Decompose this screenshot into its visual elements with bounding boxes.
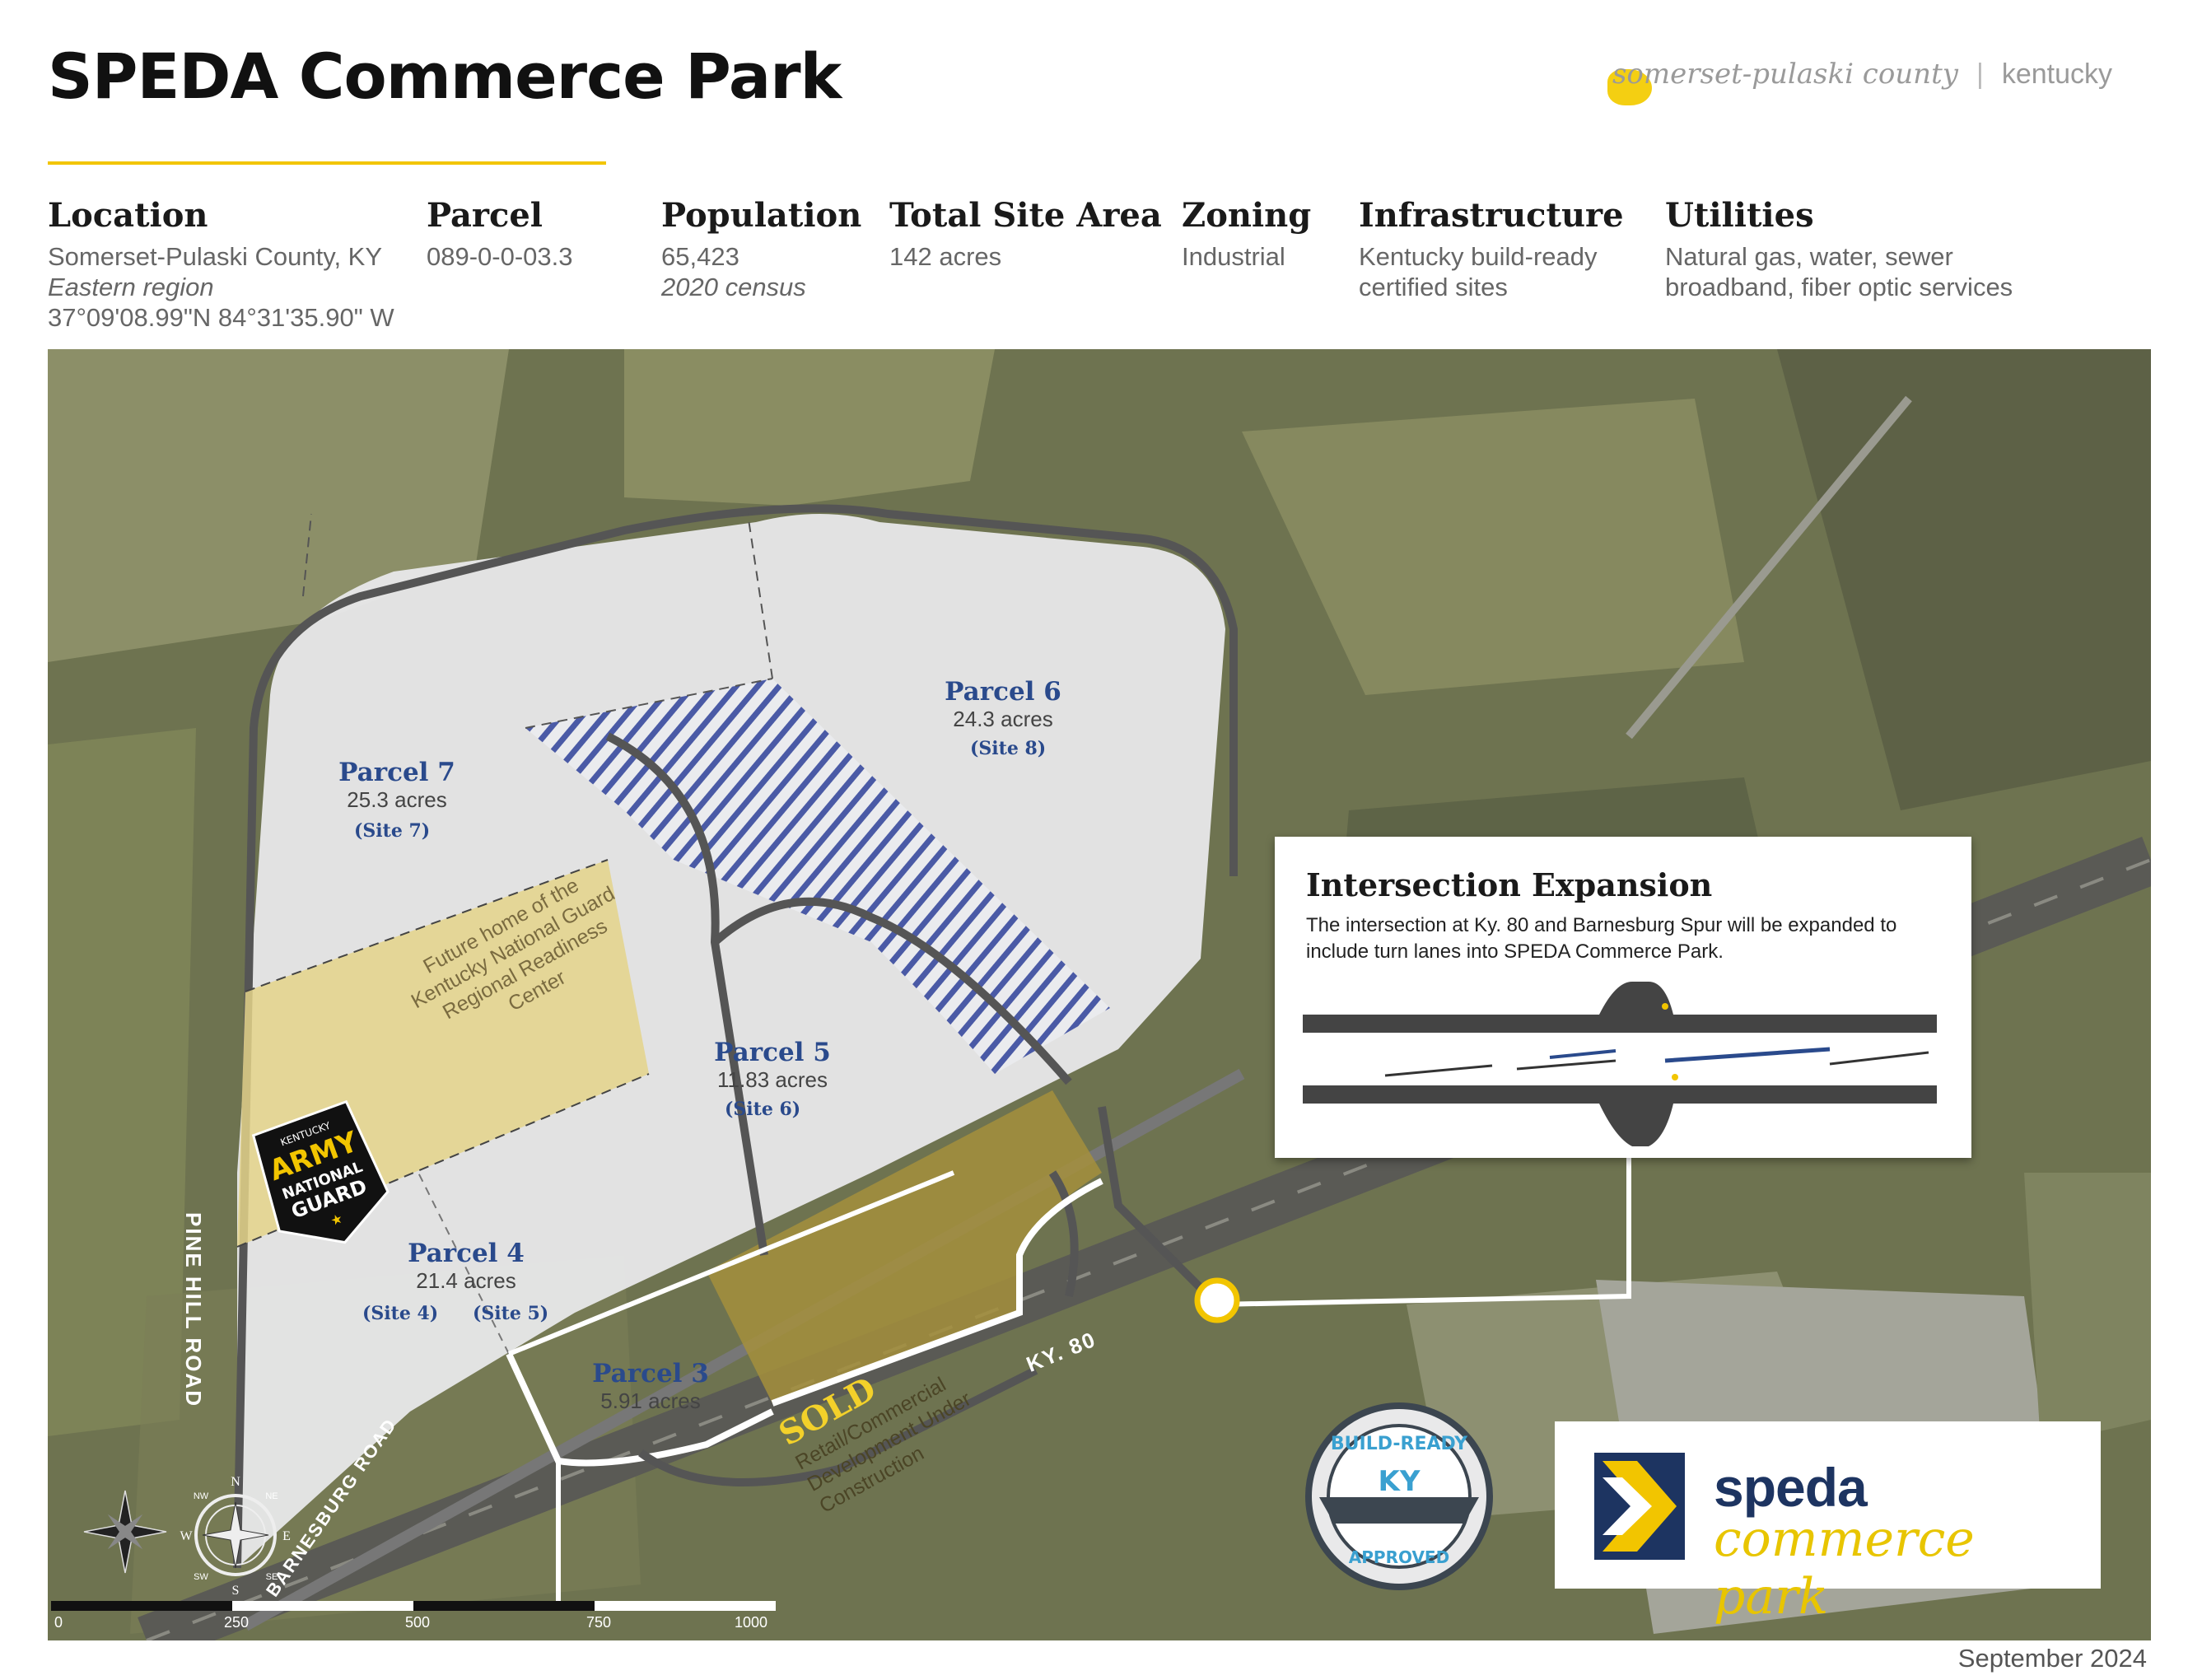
parcel-acres: 11.83 acres	[717, 1067, 828, 1092]
parcel-site: (Site 7)	[354, 820, 431, 842]
parcel-acres: 24.3 acres	[953, 707, 1053, 731]
compass-n: N	[231, 1475, 240, 1489]
info-heading: Infrastructure	[1359, 196, 1624, 235]
parcel-4-label[interactable]: Parcel 4 21.4 acres	[408, 1239, 525, 1294]
parcel-site: (Site 8)	[970, 738, 1047, 759]
star-icon: ★	[329, 1211, 344, 1229]
parcel-name: Parcel 6	[945, 677, 1061, 707]
badge-bottom-text: APPROVED	[1349, 1547, 1449, 1567]
info-value: broadband, fiber optic services	[1665, 273, 2013, 301]
parcel-acres: 25.3 acres	[347, 787, 447, 812]
scale-label: 1000	[735, 1614, 767, 1631]
build-ready-badge: BUILD-READY KY APPROVED	[1305, 1402, 1493, 1590]
page-title: SPEDA Commerce Park	[48, 40, 842, 113]
scale-label: 500	[405, 1614, 430, 1631]
intersection-expansion-panel[interactable]: Intersection Expansion The intersection …	[1275, 837, 1971, 1158]
parcel-3-label[interactable]: Parcel 3 5.91 acres	[592, 1359, 709, 1414]
county-shape-icon	[1607, 69, 1652, 105]
info-heading: Zoning	[1182, 196, 1312, 235]
info-value: Natural gas, water, sewer	[1665, 242, 1953, 271]
info-parcel: Parcel 089-0-0-03.3	[427, 196, 573, 272]
info-value: Eastern region	[48, 273, 214, 301]
parcel-name: Parcel 7	[338, 758, 455, 787]
badge-center-text: KY	[1379, 1465, 1421, 1498]
parcel-site-b: (Site 5)	[473, 1303, 549, 1324]
info-heading: Total Site Area	[889, 196, 1162, 235]
army-national-guard-badge: KENTUCKY ARMY NATIONAL GUARD ★	[251, 1099, 390, 1244]
info-value: 089-0-0-03.3	[427, 242, 573, 271]
info-heading: Parcel	[427, 196, 543, 235]
parcel-5-label[interactable]: Parcel 5 11.83 acres	[714, 1038, 831, 1093]
parcel-name: Parcel 5	[714, 1038, 831, 1067]
compass-s: S	[232, 1584, 240, 1598]
info-heading: Utilities	[1665, 196, 1814, 235]
info-value: Kentucky build-ready	[1359, 242, 1598, 271]
sold-parcel	[707, 1090, 1102, 1403]
parcel-6-label[interactable]: Parcel 6 24.3 acres	[945, 677, 1061, 732]
info-heading: Location	[48, 196, 208, 235]
parcel-acres: 21.4 acres	[416, 1268, 516, 1293]
info-utilities: Utilities Natural gas, water, sewer broa…	[1665, 196, 2013, 302]
parcel-7-label[interactable]: Parcel 7 25.3 acres	[338, 758, 455, 813]
info-value: 37°09'08.99"N 84°31'35.90" W	[48, 303, 394, 332]
scale-label: 0	[54, 1614, 63, 1631]
parcel-name: Parcel 4	[408, 1239, 525, 1268]
compass-sw: SW	[194, 1572, 208, 1582]
brand-tagline: somerset-pulaski county | kentucky	[1612, 58, 2112, 91]
parcel-acres: 5.91 acres	[600, 1388, 701, 1413]
compass-e: E	[282, 1529, 291, 1543]
parcel-site: (Site 6)	[725, 1099, 801, 1120]
scale-label: 250	[224, 1614, 249, 1631]
badge-top-text: BUILD-READY	[1331, 1434, 1468, 1454]
compass-circle-icon	[194, 1494, 277, 1576]
brand-state: kentucky	[2001, 58, 2112, 90]
chevron-logo-icon	[1594, 1453, 1685, 1560]
intersection-diagram	[1303, 982, 1937, 1146]
scale-label: 750	[586, 1614, 611, 1631]
scale-bar: 0 250 500 750 1000	[51, 1601, 776, 1631]
inset-title: Intersection Expansion	[1306, 866, 1713, 903]
title-underline	[48, 161, 606, 165]
inset-text: The intersection at Ky. 80 and Barnesbur…	[1306, 914, 1897, 963]
brand-county: somerset-pulaski county	[1612, 58, 1958, 91]
logo-commerce-park: commerce park	[1714, 1510, 1975, 1626]
info-total-site-area: Total Site Area 142 acres	[889, 196, 1162, 272]
speda-logo: speda commerce park	[1555, 1421, 2101, 1626]
intersection-marker	[1194, 1277, 1240, 1323]
logo-speda: speda	[1714, 1457, 1868, 1518]
info-value: certified sites	[1359, 273, 1508, 301]
parcel-name: Parcel 3	[592, 1359, 709, 1388]
info-zoning: Zoning Industrial	[1182, 196, 1311, 272]
info-heading: Population	[661, 196, 862, 235]
info-infrastructure: Infrastructure Kentucky build-ready cert…	[1359, 196, 1624, 302]
compass-ne: NE	[265, 1491, 278, 1501]
compass-icon	[83, 1490, 167, 1574]
publication-date: September 2024	[1957, 1644, 2147, 1673]
info-value: 65,423	[661, 242, 739, 271]
brand-separator: |	[1976, 58, 1984, 90]
info-value: 142 acres	[889, 242, 1002, 271]
pine-hill-road-label: PINE HILL ROAD	[181, 1212, 206, 1407]
parcel-site-a: (Site 4)	[362, 1303, 439, 1324]
site-map[interactable]: N S W E NW NE SW SE KENTUCKY ARMY NATION…	[48, 349, 2151, 1640]
info-value: 2020 census	[661, 273, 806, 301]
compass-se: SE	[266, 1572, 278, 1582]
info-location: Location Somerset-Pulaski County, KY Eas…	[48, 196, 394, 333]
info-population: Population 65,423 2020 census	[661, 196, 861, 302]
compass-nw: NW	[194, 1491, 209, 1501]
compass-w: W	[180, 1529, 193, 1543]
info-value: Industrial	[1182, 242, 1285, 271]
info-value: Somerset-Pulaski County, KY	[48, 242, 383, 271]
